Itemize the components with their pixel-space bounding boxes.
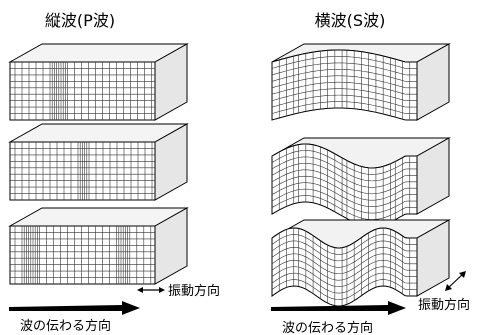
s-wave-block [271,219,451,307]
p-wave-blocks [8,43,189,285]
s-wave-block [271,137,451,227]
s-wave-blocks [271,43,451,307]
p-vibration-label: 振動方向 [168,283,220,299]
p-wave-title: 縦波(P波) [45,11,115,30]
s-vibration-arrow [445,271,466,291]
s-vibration-label: 振動方向 [418,297,470,313]
p-propagation-label: 波の伝わる方向 [20,318,111,334]
s-propagation-label: 波の伝わる方向 [282,320,373,335]
p-wave-block [8,123,189,201]
s-wave-title: 横波(S波) [315,11,386,30]
s-wave-block [271,43,451,121]
s-propagation-arrow [271,301,406,315]
p-propagation-arrow [9,301,140,315]
p-wave-block [8,43,189,121]
p-vibration-arrow [137,287,165,293]
p-wave-block [8,207,189,285]
